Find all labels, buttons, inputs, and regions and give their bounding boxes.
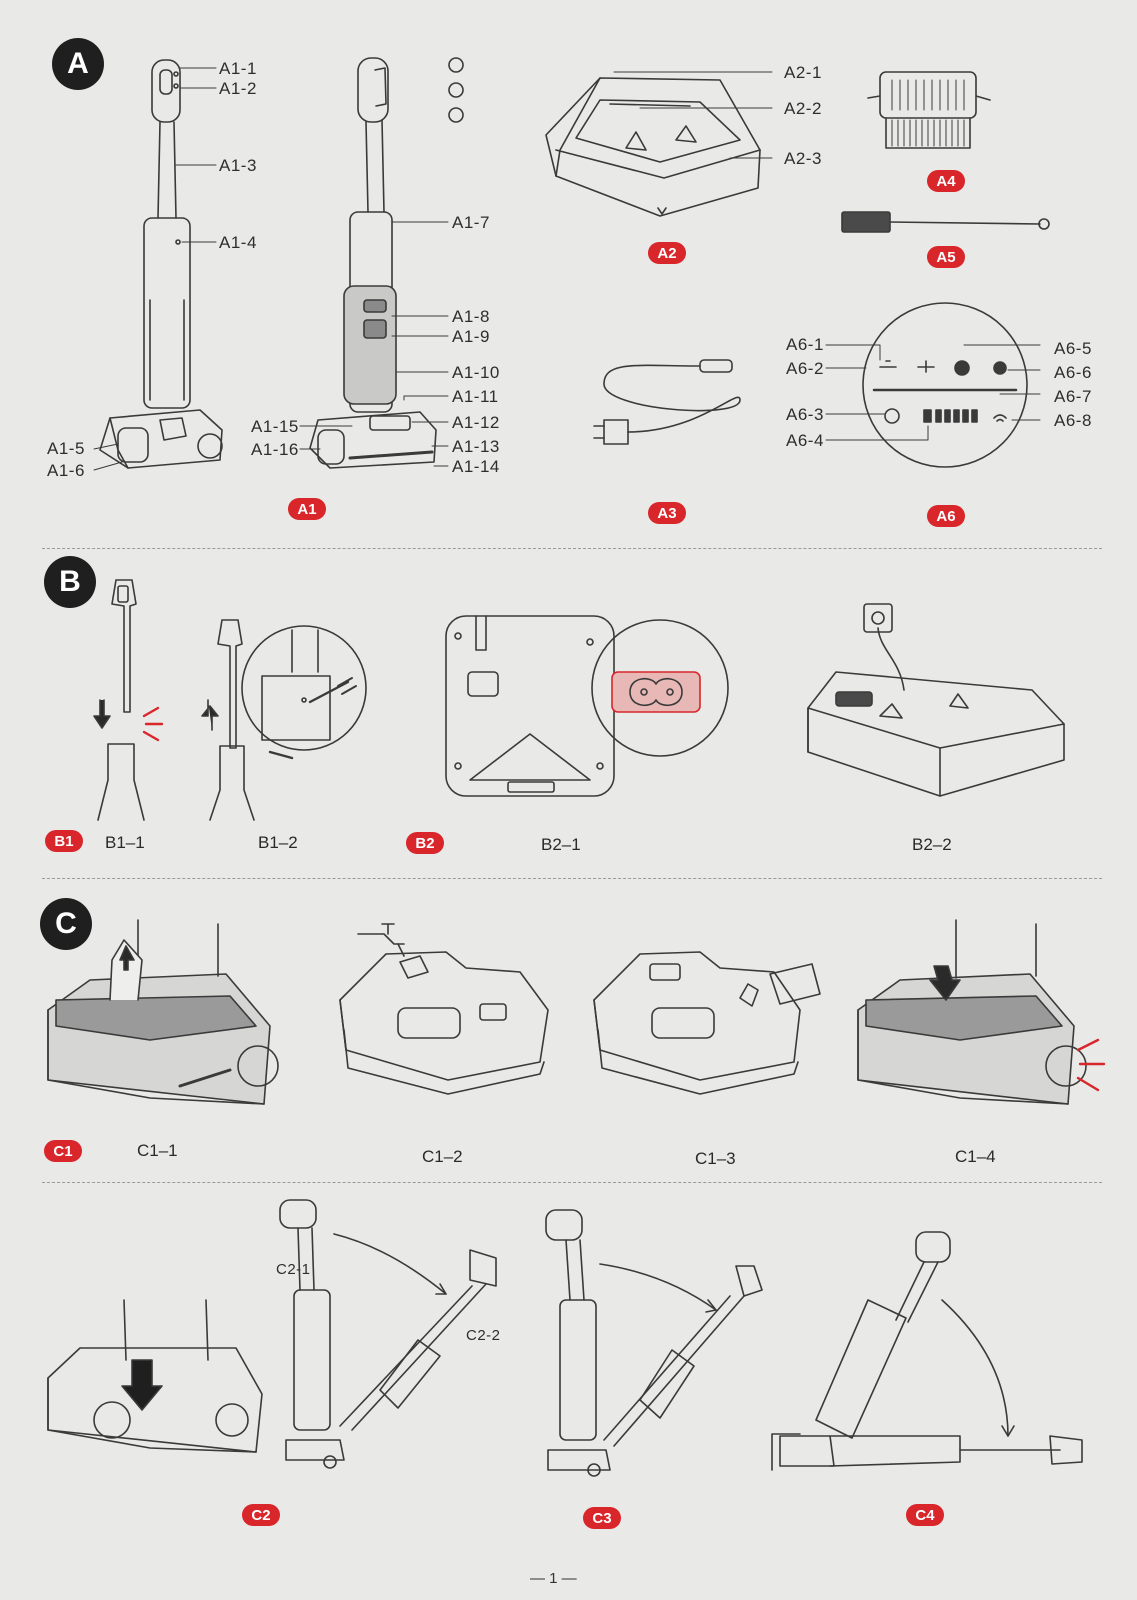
vacuum-recline-illustration-2 bbox=[545, 1209, 763, 1477]
label-a6-3: A6-3 bbox=[786, 405, 824, 424]
label-a1-8: A1-8 bbox=[452, 307, 490, 326]
screw-tighten-illustration bbox=[201, 619, 367, 821]
label-a1-7: A1-7 bbox=[452, 213, 490, 232]
label-a1-6: A1-6 bbox=[47, 461, 85, 480]
label-a2-3: A2-3 bbox=[784, 149, 822, 168]
caption-b1-1: B1–1 bbox=[105, 833, 145, 852]
page-number: — 1 — bbox=[530, 1570, 577, 1587]
badge-a5: A5 bbox=[927, 246, 965, 268]
label-a1-12: A1-12 bbox=[452, 413, 500, 432]
label-a1-5: A1-5 bbox=[47, 439, 85, 458]
caption-c1-4: C1–4 bbox=[955, 1147, 996, 1166]
badge-a1: A1 bbox=[288, 498, 326, 520]
vacuum-side-illustration bbox=[309, 57, 464, 469]
caption-c1-1: C1–1 bbox=[137, 1141, 178, 1160]
vacuum-front-illustration bbox=[99, 59, 223, 469]
badge-a2: A2 bbox=[648, 242, 686, 264]
display-panel-illustration bbox=[862, 302, 1028, 468]
water-tank-additive-illustration bbox=[593, 951, 821, 1095]
station-plugged-illustration bbox=[807, 603, 1065, 797]
label-a1-16: A1-16 bbox=[251, 440, 299, 459]
label-a1-4: A1-4 bbox=[219, 233, 257, 252]
filter-illustration bbox=[867, 71, 991, 149]
section-c-marker: C bbox=[40, 898, 92, 950]
label-a6-2: A6-2 bbox=[786, 359, 824, 378]
handle-insert-illustration bbox=[93, 579, 164, 821]
vacuum-recline-illustration bbox=[279, 1199, 497, 1469]
badge-b1: B1 bbox=[45, 830, 83, 852]
label-a1-13: A1-13 bbox=[452, 437, 500, 456]
label-a2-1: A2-1 bbox=[784, 63, 822, 82]
label-a1-2: A1-2 bbox=[219, 79, 257, 98]
badge-c1: C1 bbox=[44, 1140, 82, 1162]
section-divider bbox=[42, 548, 1102, 549]
vacuum-flat-illustration bbox=[771, 1231, 1083, 1471]
label-a6-8: A6-8 bbox=[1054, 411, 1092, 430]
label-a6-1: A6-1 bbox=[786, 335, 824, 354]
label-c2-2: C2-2 bbox=[466, 1327, 501, 1344]
label-a1-1: A1-1 bbox=[219, 59, 257, 78]
foot-pedal-illustration bbox=[47, 1299, 263, 1453]
badge-b2: B2 bbox=[406, 832, 444, 854]
water-tank-remove-illustration bbox=[47, 919, 279, 1105]
section-b-marker: B bbox=[44, 556, 96, 608]
label-a1-14: A1-14 bbox=[452, 457, 500, 476]
caption-b2-1: B2–1 bbox=[541, 835, 581, 854]
caption-b2-2: B2–2 bbox=[912, 835, 952, 854]
badge-c2: C2 bbox=[242, 1504, 280, 1526]
base-station-illustration bbox=[545, 77, 761, 217]
water-tank-fill-illustration bbox=[339, 923, 549, 1095]
caption-b1-2: B1–2 bbox=[258, 833, 298, 852]
cleaning-brush-illustration bbox=[841, 211, 1050, 233]
leader-lines bbox=[93, 67, 1041, 471]
label-a6-5: A6-5 bbox=[1054, 339, 1092, 358]
section-divider bbox=[42, 1182, 1102, 1183]
water-tank-insert-illustration bbox=[857, 919, 1106, 1105]
label-a1-11: A1-11 bbox=[452, 387, 499, 406]
label-a1-15: A1-15 bbox=[251, 417, 299, 436]
power-cord-illustration bbox=[593, 359, 741, 445]
label-a6-6: A6-6 bbox=[1054, 363, 1092, 382]
badge-c3: C3 bbox=[583, 1507, 621, 1529]
label-c2-1: C2-1 bbox=[276, 1261, 311, 1278]
station-bottom-illustration bbox=[445, 615, 729, 797]
badge-a3: A3 bbox=[648, 502, 686, 524]
label-a1-9: A1-9 bbox=[452, 327, 490, 346]
badge-a4: A4 bbox=[927, 170, 965, 192]
caption-c1-2: C1–2 bbox=[422, 1147, 463, 1166]
caption-c1-3: C1–3 bbox=[695, 1149, 736, 1168]
label-a6-7: A6-7 bbox=[1054, 387, 1092, 406]
section-a-marker: A bbox=[52, 38, 104, 90]
label-a6-4: A6-4 bbox=[786, 431, 824, 450]
badge-a6: A6 bbox=[927, 505, 965, 527]
badge-c4: C4 bbox=[906, 1504, 944, 1526]
section-divider bbox=[42, 878, 1102, 879]
label-a1-10: A1-10 bbox=[452, 363, 500, 382]
label-a2-2: A2-2 bbox=[784, 99, 822, 118]
label-a1-3: A1-3 bbox=[219, 156, 257, 175]
